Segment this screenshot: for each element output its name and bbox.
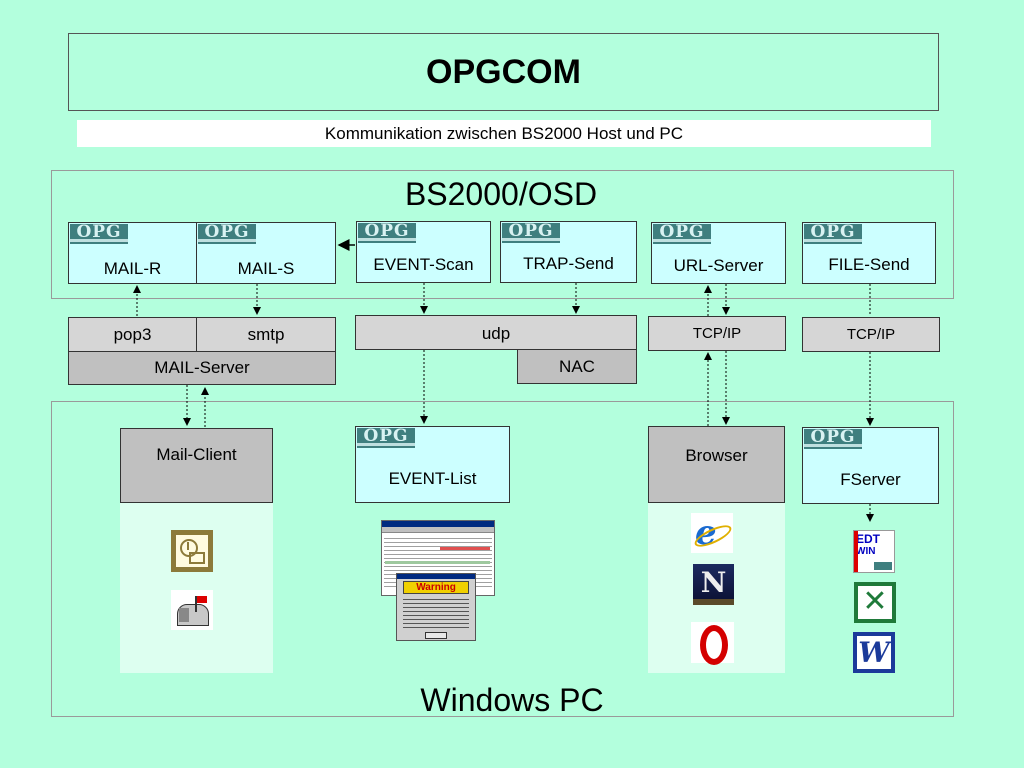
event-list-label: EVENT-List — [388, 469, 477, 488]
opg-logo: OPG — [804, 224, 862, 244]
pc-region-label: Windows PC — [420, 682, 604, 718]
event-scan-component: OPG EVENT-Scan — [356, 221, 491, 283]
file-send-component: OPG FILE-Send — [802, 222, 936, 284]
fserver-label: FServer — [840, 470, 901, 489]
opg-logo: OPG — [357, 428, 415, 448]
event-scan-label: EVENT-Scan — [373, 255, 474, 274]
mailbox-icon — [171, 590, 213, 630]
mail-s-label: MAIL-S — [237, 259, 295, 278]
mail-client-component: Mail-Client — [120, 428, 273, 503]
mail-r-label: MAIL-R — [103, 259, 162, 278]
url-server-component: OPG URL-Server — [651, 222, 786, 284]
host-region-label: BS2000/OSD — [404, 176, 598, 212]
nac-box: NAC — [517, 349, 637, 384]
outlook-icon — [171, 530, 213, 572]
pc-region — [51, 401, 954, 717]
page-subtitle: Kommunikation zwischen BS2000 Host und P… — [77, 120, 931, 147]
udp-box: udp — [355, 315, 637, 350]
opera-icon — [691, 622, 734, 665]
trap-send-component: OPG TRAP-Send — [500, 221, 637, 283]
warning-window: Warning — [396, 573, 476, 641]
url-server-label: URL-Server — [673, 256, 764, 275]
opg-logo: OPG — [804, 429, 862, 449]
excel-icon: ✕ — [854, 582, 896, 623]
netscape-icon: N — [693, 564, 734, 605]
event-list-component: OPG EVENT-List — [355, 426, 510, 503]
edt-win-icon: EDT WIN — [853, 530, 895, 573]
opg-logo: OPG — [198, 224, 256, 244]
opg-logo: OPG — [502, 223, 560, 243]
browser-component: Browser — [648, 426, 785, 503]
file-send-label: FILE-Send — [828, 255, 910, 274]
word-icon: W — [853, 632, 895, 673]
host-region — [51, 170, 954, 299]
tcpip-box-fserver: TCP/IP — [802, 317, 940, 352]
opg-logo: OPG — [70, 224, 128, 244]
pop3-box: pop3 — [68, 317, 197, 352]
page-title: OPGCOM — [68, 33, 939, 111]
trap-send-label: TRAP-Send — [523, 254, 614, 273]
mail-server-box: MAIL-Server — [68, 351, 336, 385]
fserver-component: OPG FServer — [802, 427, 939, 504]
mail-s-component: OPG MAIL-S — [196, 222, 336, 284]
tcpip-box-browser: TCP/IP — [648, 316, 786, 351]
internet-explorer-icon: e — [691, 513, 735, 553]
warning-window-title: Warning — [403, 581, 469, 594]
mail-r-component: OPG MAIL-R — [68, 222, 197, 284]
smtp-box: smtp — [196, 317, 336, 352]
opg-logo: OPG — [653, 224, 711, 244]
opg-logo: OPG — [358, 223, 416, 243]
